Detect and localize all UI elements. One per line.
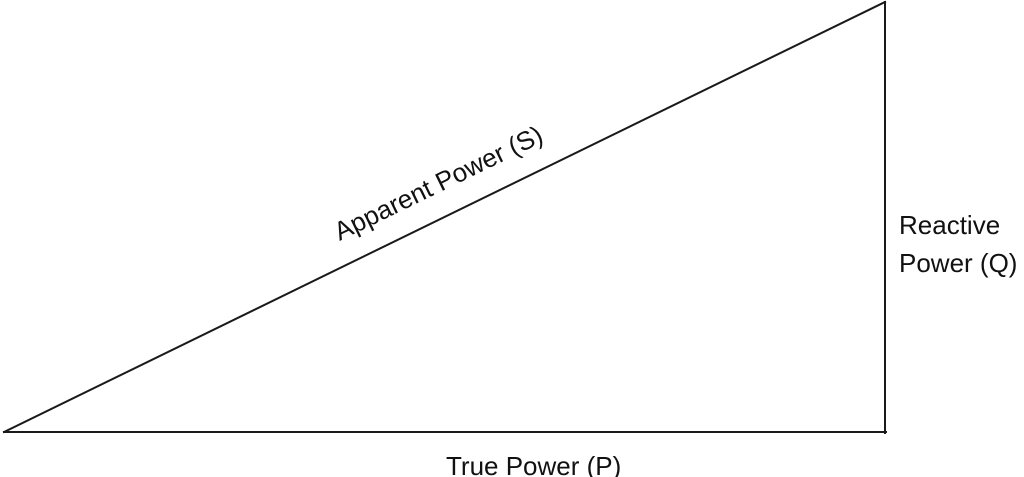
reactive-power-label: Reactive Power (Q) <box>899 206 1024 282</box>
apparent-power-hypotenuse-line <box>2 0 887 434</box>
reactive-power-label-line2: Power (Q) <box>899 248 1018 278</box>
true-power-label: True Power (P) <box>446 451 622 477</box>
reactive-power-label-line1: Reactive <box>899 210 1001 240</box>
